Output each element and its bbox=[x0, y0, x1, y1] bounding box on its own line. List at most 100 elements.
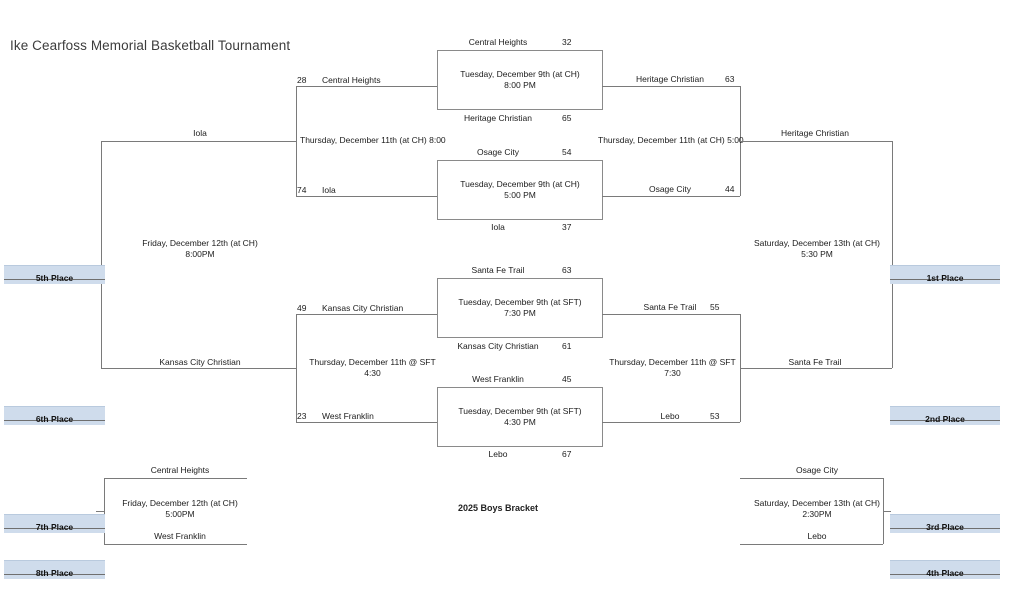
place-badge-first[interactable]: 1st Place bbox=[890, 265, 1000, 284]
semifinal-lower-bottom-score: 53 bbox=[710, 411, 720, 421]
bracket-center-label: 2025 Boys Bracket bbox=[457, 503, 539, 513]
qf1-bottom-score: 65 bbox=[562, 113, 572, 123]
connector-line bbox=[602, 314, 740, 315]
qf4-info-line1: Tuesday, December 9th (at SFT) bbox=[458, 406, 582, 416]
qf3-gamebox[interactable]: Tuesday, December 9th (at SFT) 7:30 PM bbox=[437, 278, 603, 338]
fifth-place-bottom-team: Kansas City Christian bbox=[159, 357, 241, 367]
place-rule bbox=[4, 420, 105, 421]
championship-bottom-team: Santa Fe Trail bbox=[788, 357, 842, 367]
qf1-top-score: 32 bbox=[562, 37, 572, 47]
seventh-place-bottom-team: West Franklin bbox=[154, 531, 206, 541]
semifinal-lower-info-line2: 7:30 bbox=[664, 368, 681, 378]
championship-info-line2: 5:30 PM bbox=[801, 249, 833, 259]
connector-line bbox=[296, 422, 437, 423]
place-rule bbox=[4, 528, 105, 529]
connector-line bbox=[296, 314, 297, 422]
qf1-top-team: Central Heights bbox=[468, 37, 528, 47]
qf3-info-line2: 7:30 PM bbox=[504, 308, 536, 318]
qf3-top-team: Santa Fe Trail bbox=[471, 265, 525, 275]
place-badge-fourth[interactable]: 4th Place bbox=[890, 560, 1000, 579]
seed-west-franklin-team: West Franklin bbox=[322, 411, 374, 421]
connector-line bbox=[101, 368, 296, 369]
qf2-bottom-score: 37 bbox=[562, 222, 572, 232]
semifinal-upper-top-score: 63 bbox=[725, 74, 735, 84]
place-badge-eighth[interactable]: 8th Place bbox=[4, 560, 105, 579]
third-place-info-line1: Saturday, December 13th (at CH) bbox=[754, 498, 880, 508]
qf4-info-line2: 4:30 PM bbox=[504, 417, 536, 427]
qf1-bottom-team: Heritage Christian bbox=[463, 113, 533, 123]
connector-line bbox=[96, 511, 104, 512]
connector-line bbox=[740, 141, 892, 142]
semifinal-lower-bottom-team: Lebo bbox=[660, 411, 680, 421]
place-rule bbox=[890, 279, 1000, 280]
qf3-top-score: 63 bbox=[562, 265, 572, 275]
place-rule bbox=[890, 528, 1000, 529]
third-place-top-team: Osage City bbox=[795, 465, 839, 475]
place-label-first: 1st Place bbox=[926, 273, 964, 283]
connector-line bbox=[296, 86, 437, 87]
connector-line bbox=[101, 141, 296, 142]
connector-line bbox=[740, 368, 892, 369]
connector-line bbox=[104, 544, 247, 545]
page-title: Ike Cearfoss Memorial Basketball Tournam… bbox=[10, 38, 291, 53]
seed-iola-team: Iola bbox=[322, 185, 336, 195]
qf4-top-team: West Franklin bbox=[472, 374, 524, 384]
semifinal-lower-top-score: 55 bbox=[710, 302, 720, 312]
connector-line bbox=[740, 478, 883, 479]
semifinal-lower-top-team: Santa Fe Trail bbox=[643, 302, 697, 312]
place-label-fifth: 5th Place bbox=[35, 273, 74, 283]
championship-info-line1: Saturday, December 13th (at CH) bbox=[754, 238, 880, 248]
fifth-place-info-line1: Friday, December 12th (at CH) bbox=[142, 238, 258, 248]
qf2-info-line2: 5:00 PM bbox=[504, 190, 536, 200]
qf2-gamebox[interactable]: Tuesday, December 9th (at CH) 5:00 PM bbox=[437, 160, 603, 220]
connector-line bbox=[602, 86, 740, 87]
qf3-bottom-team: Kansas City Christian bbox=[457, 341, 539, 351]
fifth-place-info-line2: 8:00PM bbox=[185, 249, 215, 259]
seventh-place-info-line1: Friday, December 12th (at CH) bbox=[122, 498, 238, 508]
seed-central-heights-number: 28 bbox=[297, 75, 307, 85]
qf4-gamebox[interactable]: Tuesday, December 9th (at SFT) 4:30 PM bbox=[437, 387, 603, 447]
qf2-bottom-team: Iola bbox=[491, 222, 505, 232]
place-badge-fifth[interactable]: 5th Place bbox=[4, 265, 105, 284]
place-label-eighth: 8th Place bbox=[35, 568, 74, 578]
qf1-info-line1: Tuesday, December 9th (at CH) bbox=[460, 69, 580, 79]
qf2-info-line1: Tuesday, December 9th (at CH) bbox=[460, 179, 580, 189]
qf4-bottom-score: 67 bbox=[562, 449, 572, 459]
connector-line bbox=[883, 511, 891, 512]
place-label-fourth: 4th Place bbox=[926, 568, 964, 578]
connector-line bbox=[602, 422, 740, 423]
seed-kansas-city-christian-team: Kansas City Christian bbox=[322, 303, 404, 313]
consolation-lower-info-line1: Thursday, December 11th @ SFT bbox=[309, 357, 436, 367]
place-rule bbox=[4, 574, 105, 575]
connector-line bbox=[296, 196, 437, 197]
connector-line bbox=[602, 196, 740, 197]
place-rule bbox=[890, 574, 1000, 575]
fifth-place-top-team: Iola bbox=[193, 128, 207, 138]
connector-line bbox=[740, 544, 883, 545]
semifinal-lower-info-line1: Thursday, December 11th @ SFT bbox=[609, 357, 736, 367]
place-badge-sixth[interactable]: 6th Place bbox=[4, 406, 105, 425]
place-badge-seventh[interactable]: 7th Place bbox=[4, 514, 105, 533]
qf2-top-team: Osage City bbox=[476, 147, 520, 157]
third-place-info-line2: 2:30PM bbox=[802, 509, 832, 519]
seed-kansas-city-christian-number: 49 bbox=[297, 303, 307, 313]
seed-iola-number: 74 bbox=[297, 185, 307, 195]
place-label-third: 3rd Place bbox=[926, 522, 964, 532]
connector-line bbox=[104, 478, 247, 479]
connector-line bbox=[296, 314, 437, 315]
place-rule bbox=[4, 279, 105, 280]
connector-line bbox=[101, 141, 102, 368]
qf3-info-line1: Tuesday, December 9th (at SFT) bbox=[458, 297, 582, 307]
seed-west-franklin-number: 23 bbox=[297, 411, 307, 421]
place-badge-second[interactable]: 2nd Place bbox=[890, 406, 1000, 425]
qf3-bottom-score: 61 bbox=[562, 341, 572, 351]
championship-top-team: Heritage Christian bbox=[780, 128, 850, 138]
place-label-second: 2nd Place bbox=[925, 414, 965, 424]
qf1-gamebox[interactable]: Tuesday, December 9th (at CH) 8:00 PM bbox=[437, 50, 603, 110]
place-label-sixth: 6th Place bbox=[35, 414, 74, 424]
connector-line bbox=[296, 86, 297, 196]
qf4-bottom-team: Lebo bbox=[488, 449, 508, 459]
seed-central-heights-team: Central Heights bbox=[322, 75, 381, 85]
place-badge-third[interactable]: 3rd Place bbox=[890, 514, 1000, 533]
